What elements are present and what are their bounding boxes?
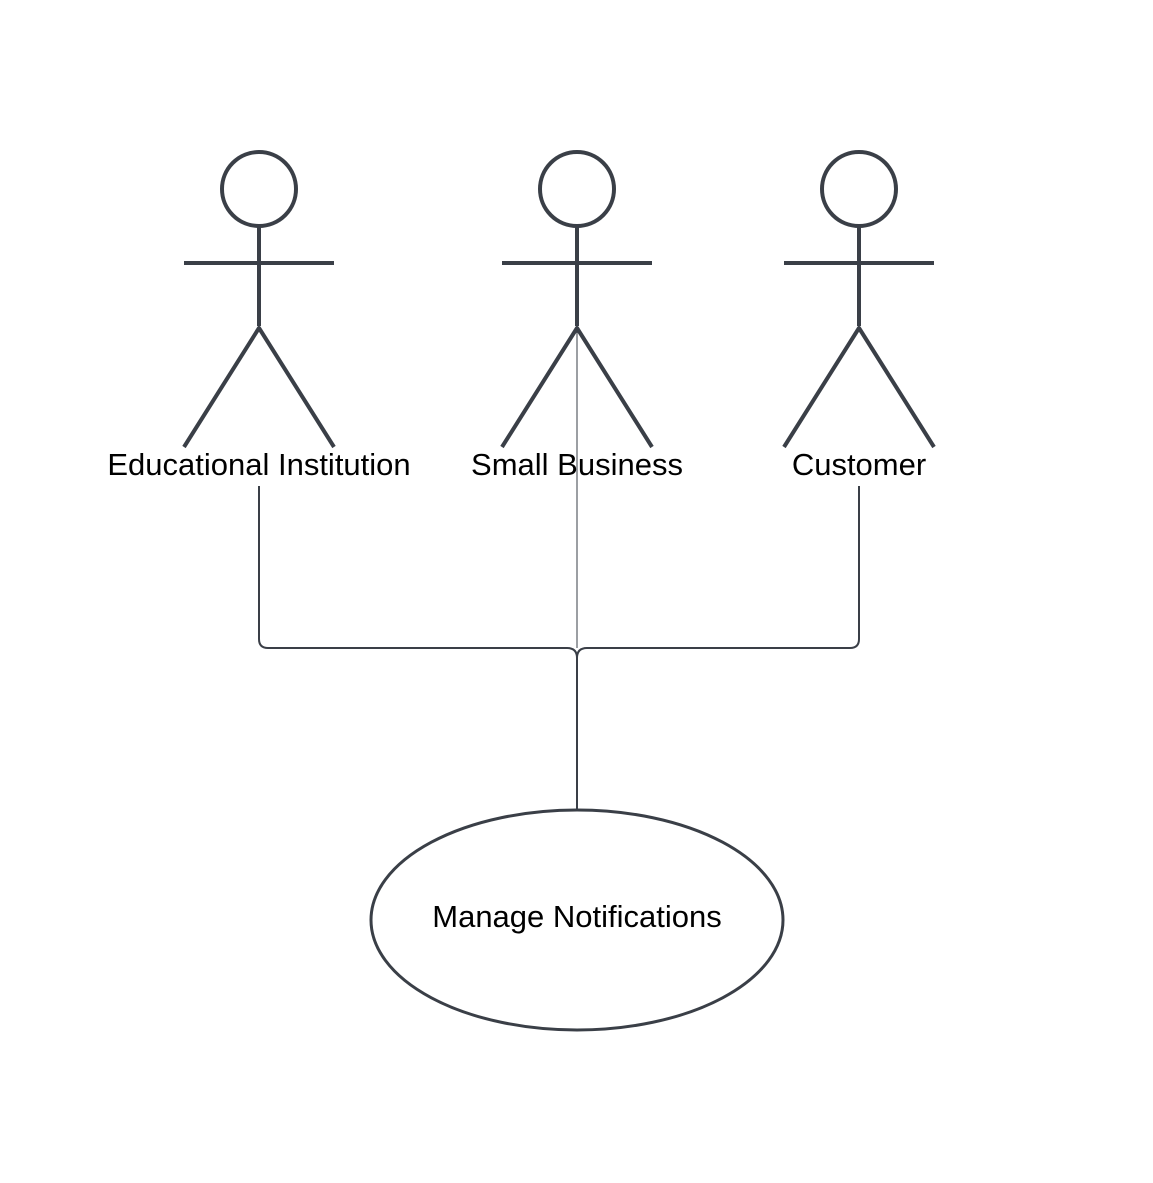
actor-head bbox=[220, 150, 298, 228]
actor-head bbox=[820, 150, 898, 228]
connector-educational-institution[interactable] bbox=[258, 486, 578, 659]
connector-customer[interactable] bbox=[576, 486, 860, 659]
use-case-label: Manage Notifications bbox=[432, 899, 722, 934]
use-case-manage-notifications[interactable]: Manage Notifications bbox=[369, 808, 785, 1032]
use-case-ellipse bbox=[369, 808, 785, 1032]
actor-label: Educational Institution bbox=[107, 447, 410, 482]
actor-legs bbox=[500, 326, 654, 449]
actor-legs bbox=[782, 326, 936, 449]
actor-educational-institution[interactable]: Educational Institution bbox=[107, 150, 411, 482]
actor-label: Customer bbox=[792, 447, 926, 482]
actor-customer[interactable]: Customer bbox=[782, 150, 936, 482]
actor-head bbox=[538, 150, 616, 228]
actor-legs bbox=[182, 326, 336, 449]
